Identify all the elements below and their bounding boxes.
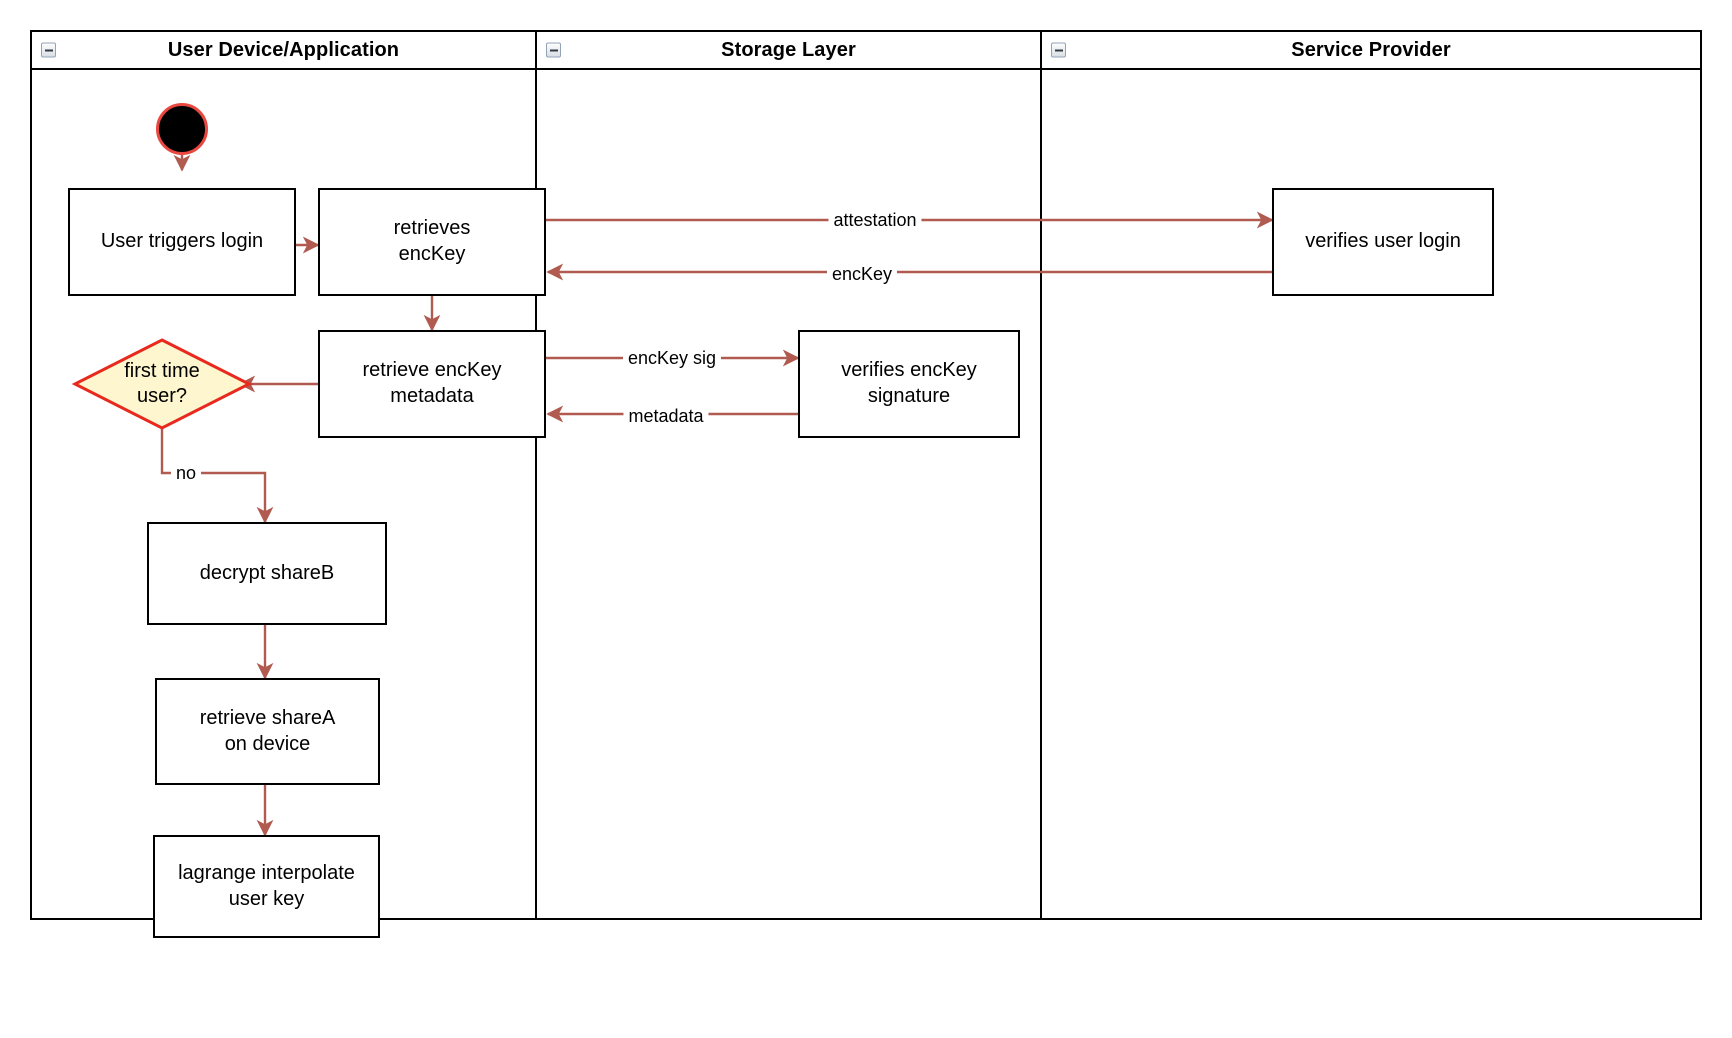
start-node[interactable] [156,103,208,155]
swimlane-title-storage-layer: Storage Layer [721,38,856,61]
node-verifies-enckey-signature[interactable]: verifies encKey signature [798,330,1020,438]
collapse-minus-icon[interactable] [1051,42,1066,58]
node-verifies-user-login[interactable]: verifies user login [1272,188,1494,296]
swimlane-title-user-device: User Device/Application [167,38,400,61]
node-label-line2: on device [224,732,311,755]
swimlane-header-storage-layer[interactable]: Storage Layer [537,32,1040,70]
node-retrieve-enckey-metadata[interactable]: retrieve encKey metadata [318,330,546,438]
edge-label-enckey-sig: encKey sig [622,349,722,367]
diamond-shape [71,338,253,430]
node-label-line2: user key [228,887,305,910]
node-label-line2: encKey [398,243,466,265]
node-decrypt-shareb[interactable]: decrypt shareB [147,522,387,625]
swimlane-title-service-provider: Service Provider [1291,38,1451,61]
node-label: verifies user login [1305,230,1461,253]
node-user-triggers-login[interactable]: User triggers login [68,188,296,296]
node-first-time-user-decision[interactable]: first time user? [71,337,253,431]
edge-label-enckey: encKey [826,265,898,283]
node-retrieves-enckey[interactable]: retrieves encKey [318,188,546,296]
node-label: User triggers login [100,230,264,253]
swimlane-header-service-provider[interactable]: Service Provider [1042,32,1700,70]
node-label-line1: lagrange interpolate [178,861,355,884]
node-label-line2: signature [867,385,951,407]
node-label-line1: verifies encKey [841,359,977,382]
node-retrieve-sharea-on-device[interactable]: retrieve shareA on device [155,678,380,785]
edge-label-no: no [170,464,202,482]
collapse-minus-icon[interactable] [41,42,56,58]
collapse-minus-icon[interactable] [546,42,561,58]
node-label-line2: metadata [390,385,474,407]
swimlane-user-device[interactable]: User Device/Application [30,30,537,920]
node-label-line1: retrieve shareA [199,706,336,729]
swimlane-storage-layer[interactable]: Storage Layer [535,30,1042,920]
node-label-line1: retrieves [393,217,471,240]
swimlane-service-provider[interactable]: Service Provider [1040,30,1702,920]
edge-label-metadata: metadata [623,407,709,425]
swimlane-header-user-device[interactable]: User Device/Application [32,32,535,70]
node-lagrange-interpolate-user-key[interactable]: lagrange interpolate user key [153,835,380,938]
edge-label-attestation: attestation [828,211,922,229]
node-label: decrypt shareB [199,561,335,584]
node-label-line1: retrieve encKey [362,359,502,382]
